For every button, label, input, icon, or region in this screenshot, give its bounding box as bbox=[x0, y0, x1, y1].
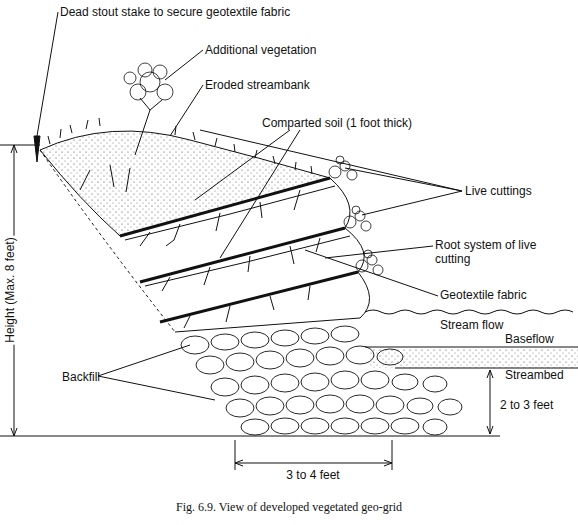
figure-caption: Fig. 6.9. View of developed vegetated ge… bbox=[176, 500, 402, 515]
callout-label: 2 to 3 feet bbox=[500, 398, 553, 412]
callout-label: Baseflow bbox=[505, 332, 554, 346]
callout-label: Comparted soil (1 foot thick) bbox=[262, 116, 412, 130]
callout-label: Backfill bbox=[62, 370, 100, 384]
callout-label: Root system of live cutting bbox=[435, 238, 560, 266]
callout-label: Dead stout stake to secure geotextile fa… bbox=[60, 5, 290, 19]
callout-label: Stream flow bbox=[440, 318, 503, 332]
callout-label: Additional vegetation bbox=[205, 43, 316, 57]
callout-label: Live cuttings bbox=[465, 184, 532, 198]
callout-label: 3 to 4 feet bbox=[284, 468, 341, 482]
callout-label: Eroded streambank bbox=[205, 78, 310, 92]
dimension-label: Height (Max. 8 feet) bbox=[3, 235, 17, 344]
callout-label: Streambed bbox=[505, 368, 564, 382]
callout-label: Geotextile fabric bbox=[440, 288, 527, 302]
